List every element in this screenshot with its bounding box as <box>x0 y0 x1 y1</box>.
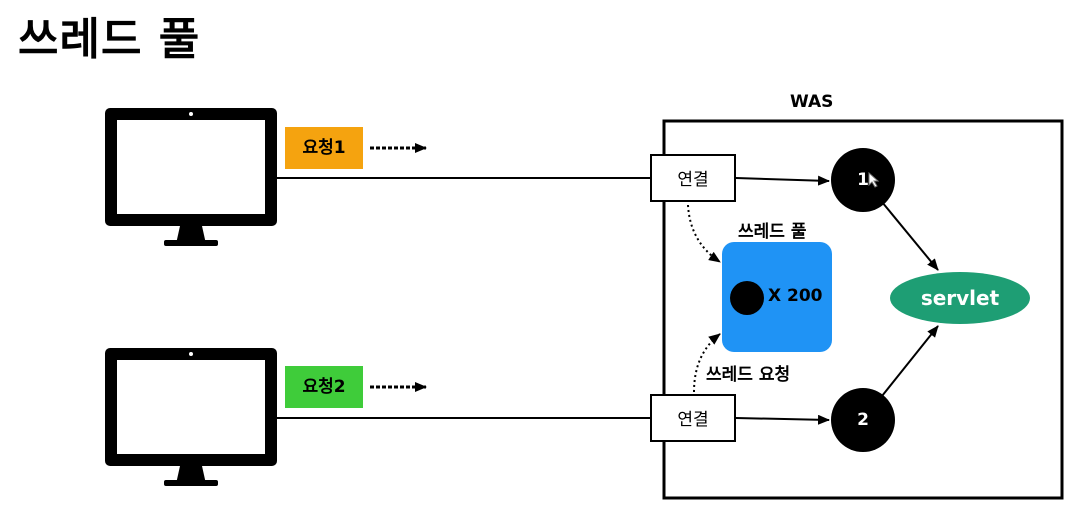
thread-pool-count: X 200 <box>768 286 823 306</box>
thread-arrow <box>735 414 830 425</box>
thread-arrow <box>735 175 830 186</box>
thread-pool-caption: 쓰레드 풀 <box>738 222 807 242</box>
connection-box: 연결 <box>650 394 736 442</box>
request-2-label: 요청2 <box>285 366 363 408</box>
servlet-node: servlet <box>890 272 1030 324</box>
connection-box: 연결 <box>650 154 736 202</box>
monitor-icon <box>105 108 277 246</box>
thread-dot <box>730 281 764 315</box>
servlet-arrow <box>881 325 939 397</box>
was-box <box>662 119 1064 500</box>
pool-request-arrow <box>693 333 721 393</box>
monitor-icon <box>105 348 277 486</box>
page-title: 쓰레드 풀 <box>18 14 201 65</box>
thread-request-label: 쓰레드 요청 <box>706 365 791 385</box>
thread-node-2: 2 <box>831 388 895 452</box>
request-1-label: 요청1 <box>285 127 363 169</box>
servlet-arrow <box>881 201 939 271</box>
cursor-icon <box>868 172 880 188</box>
thread-node-1: 1 <box>831 148 895 212</box>
was-label: WAS <box>790 92 834 112</box>
pool-request-arrow <box>687 204 721 263</box>
